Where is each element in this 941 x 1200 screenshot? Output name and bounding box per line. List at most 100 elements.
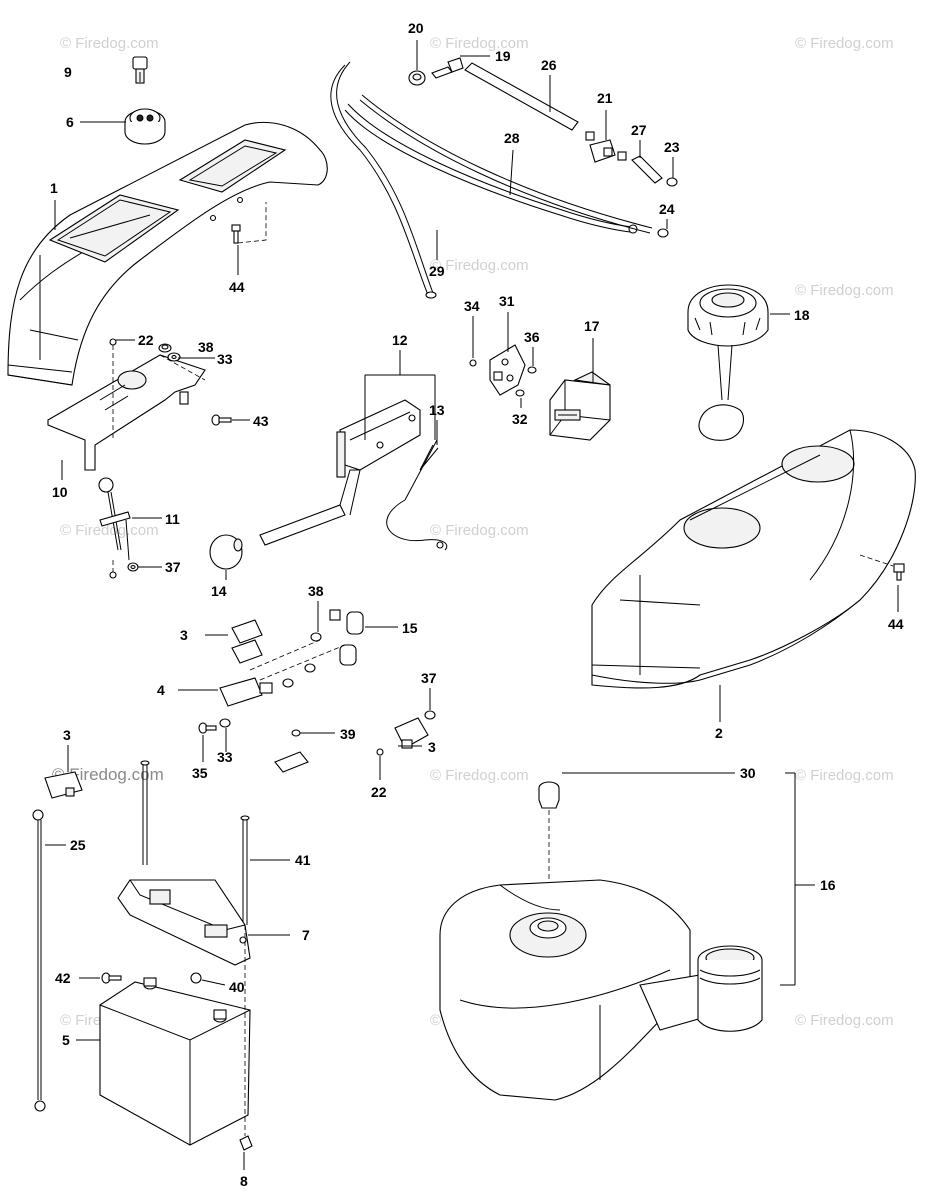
part-27-hose: [631, 155, 663, 184]
part-22-screw-mid: [376, 748, 384, 756]
part-24-clamp: [657, 228, 669, 238]
callout-3-b: 3: [428, 739, 436, 755]
part-7-battery-tray: [117, 879, 251, 966]
part-21-fuel-filter: [585, 131, 627, 163]
part-6-ignition-switch: [124, 108, 166, 145]
callout-36: 36: [524, 329, 540, 345]
callout-44-right: 44: [888, 616, 904, 632]
callout-5: 5: [62, 1032, 70, 1048]
part-38-nut-top: [158, 343, 172, 353]
watermark: © Firedog.com: [60, 35, 159, 52]
part-25-battery-cable: [32, 809, 46, 1112]
part-12-throttle-control: [259, 399, 421, 546]
callout-18: 18: [794, 307, 810, 323]
part-41-hold-down-rod: [140, 760, 250, 925]
callout-14: 14: [211, 583, 227, 599]
callout-28: 28: [504, 130, 520, 146]
callout-30: 30: [740, 765, 756, 781]
callout-33: 33: [217, 351, 233, 367]
callout-3-a: 3: [180, 627, 188, 643]
watermark: © Firedog.com: [795, 282, 894, 299]
part-39-plug: [274, 729, 309, 773]
part-19-fitting: [431, 57, 464, 79]
part-29-fuel-line: [330, 61, 653, 299]
callout-17: 17: [584, 318, 600, 334]
watermark: © Firedog.com: [430, 522, 529, 539]
part-2-right-fender: [591, 429, 916, 689]
callout-23: 23: [664, 139, 680, 155]
callout-37-mid: 37: [421, 670, 437, 686]
part-38-spacer-mid: [304, 632, 322, 673]
part-4-switch-assembly: [219, 639, 346, 707]
part-35-screw: [198, 722, 217, 734]
part-40-nut: [190, 972, 202, 984]
part-15-switch: [329, 609, 364, 666]
part-28-fuel-line: [344, 103, 638, 234]
callout-20: 20: [408, 20, 424, 36]
callout-9: 9: [64, 64, 72, 80]
part-42-bolt: [101, 972, 122, 984]
callout-42: 42: [55, 970, 71, 986]
callout-38: 38: [198, 339, 214, 355]
callout-19: 19: [495, 48, 511, 64]
callout-13: 13: [429, 402, 445, 418]
watermark: © Firedog.com: [795, 767, 894, 784]
part-18-fuel-cap: [687, 284, 769, 441]
part-32-washer: [515, 389, 525, 397]
part-33-washer-top: [167, 352, 181, 362]
callout-27: 27: [631, 122, 647, 138]
watermark: © Firedog.com: [60, 522, 159, 539]
part-33-washer-mid: [219, 718, 231, 728]
callout-labels: 9 6 1 44 22 38 33 43 10 11 37 14 12 13 2…: [50, 20, 904, 1189]
callout-25: 25: [70, 837, 86, 853]
callout-26: 26: [541, 57, 557, 73]
part-37-nut-left: [127, 562, 139, 572]
part-13-choke-cable: [386, 439, 448, 551]
callout-43: 43: [253, 413, 269, 429]
callout-6: 6: [66, 114, 74, 130]
callout-37: 37: [165, 559, 181, 575]
part-5-battery: [99, 977, 251, 1146]
callout-16: 16: [820, 877, 836, 893]
part-8-nut: [239, 925, 253, 1151]
part-16-fuel-tank: [439, 879, 763, 1101]
part-43-screw: [211, 414, 232, 426]
callout-3-c: 3: [63, 727, 71, 743]
part-3-connector-a: [231, 619, 263, 664]
callout-44: 44: [229, 279, 245, 295]
part-44-screw-left: [231, 202, 267, 244]
leader-lines: [45, 40, 899, 1170]
part-14-knob: [209, 534, 243, 570]
callout-12: 12: [392, 332, 408, 348]
part-11-lever: [98, 477, 131, 579]
part-1-left-fender: [7, 121, 328, 386]
callout-2: 2: [715, 725, 723, 741]
part-9-key: [132, 56, 148, 84]
watermark: © Firedog.com: [795, 35, 894, 52]
callout-4: 4: [157, 682, 165, 698]
callout-15: 15: [402, 620, 418, 636]
watermark: © Firedog.com: [430, 767, 529, 784]
part-26-fuel-hose: [464, 62, 579, 131]
callout-24: 24: [659, 201, 675, 217]
callout-8: 8: [240, 1173, 248, 1189]
part-30-tank-fitting: [538, 781, 560, 915]
part-37-nut-mid: [424, 710, 436, 720]
watermark: © Firedog.com: [430, 257, 529, 274]
callout-35: 35: [192, 765, 208, 781]
part-20-clamp: [408, 70, 426, 86]
callout-22: 22: [138, 332, 154, 348]
part-17-solenoid: [549, 371, 611, 441]
part-36-nut: [527, 366, 537, 374]
callout-21: 21: [597, 90, 613, 106]
part-34-screw: [469, 359, 477, 367]
part-3-connector-c: [44, 771, 83, 799]
callout-31: 31: [499, 293, 515, 309]
callout-32: 32: [512, 411, 528, 427]
callout-33-mid: 33: [217, 749, 233, 765]
part-31-relay-bracket: [489, 344, 526, 396]
part-3-connector-b: [394, 717, 429, 749]
callout-29: 29: [429, 263, 445, 279]
callout-39: 39: [340, 726, 356, 742]
